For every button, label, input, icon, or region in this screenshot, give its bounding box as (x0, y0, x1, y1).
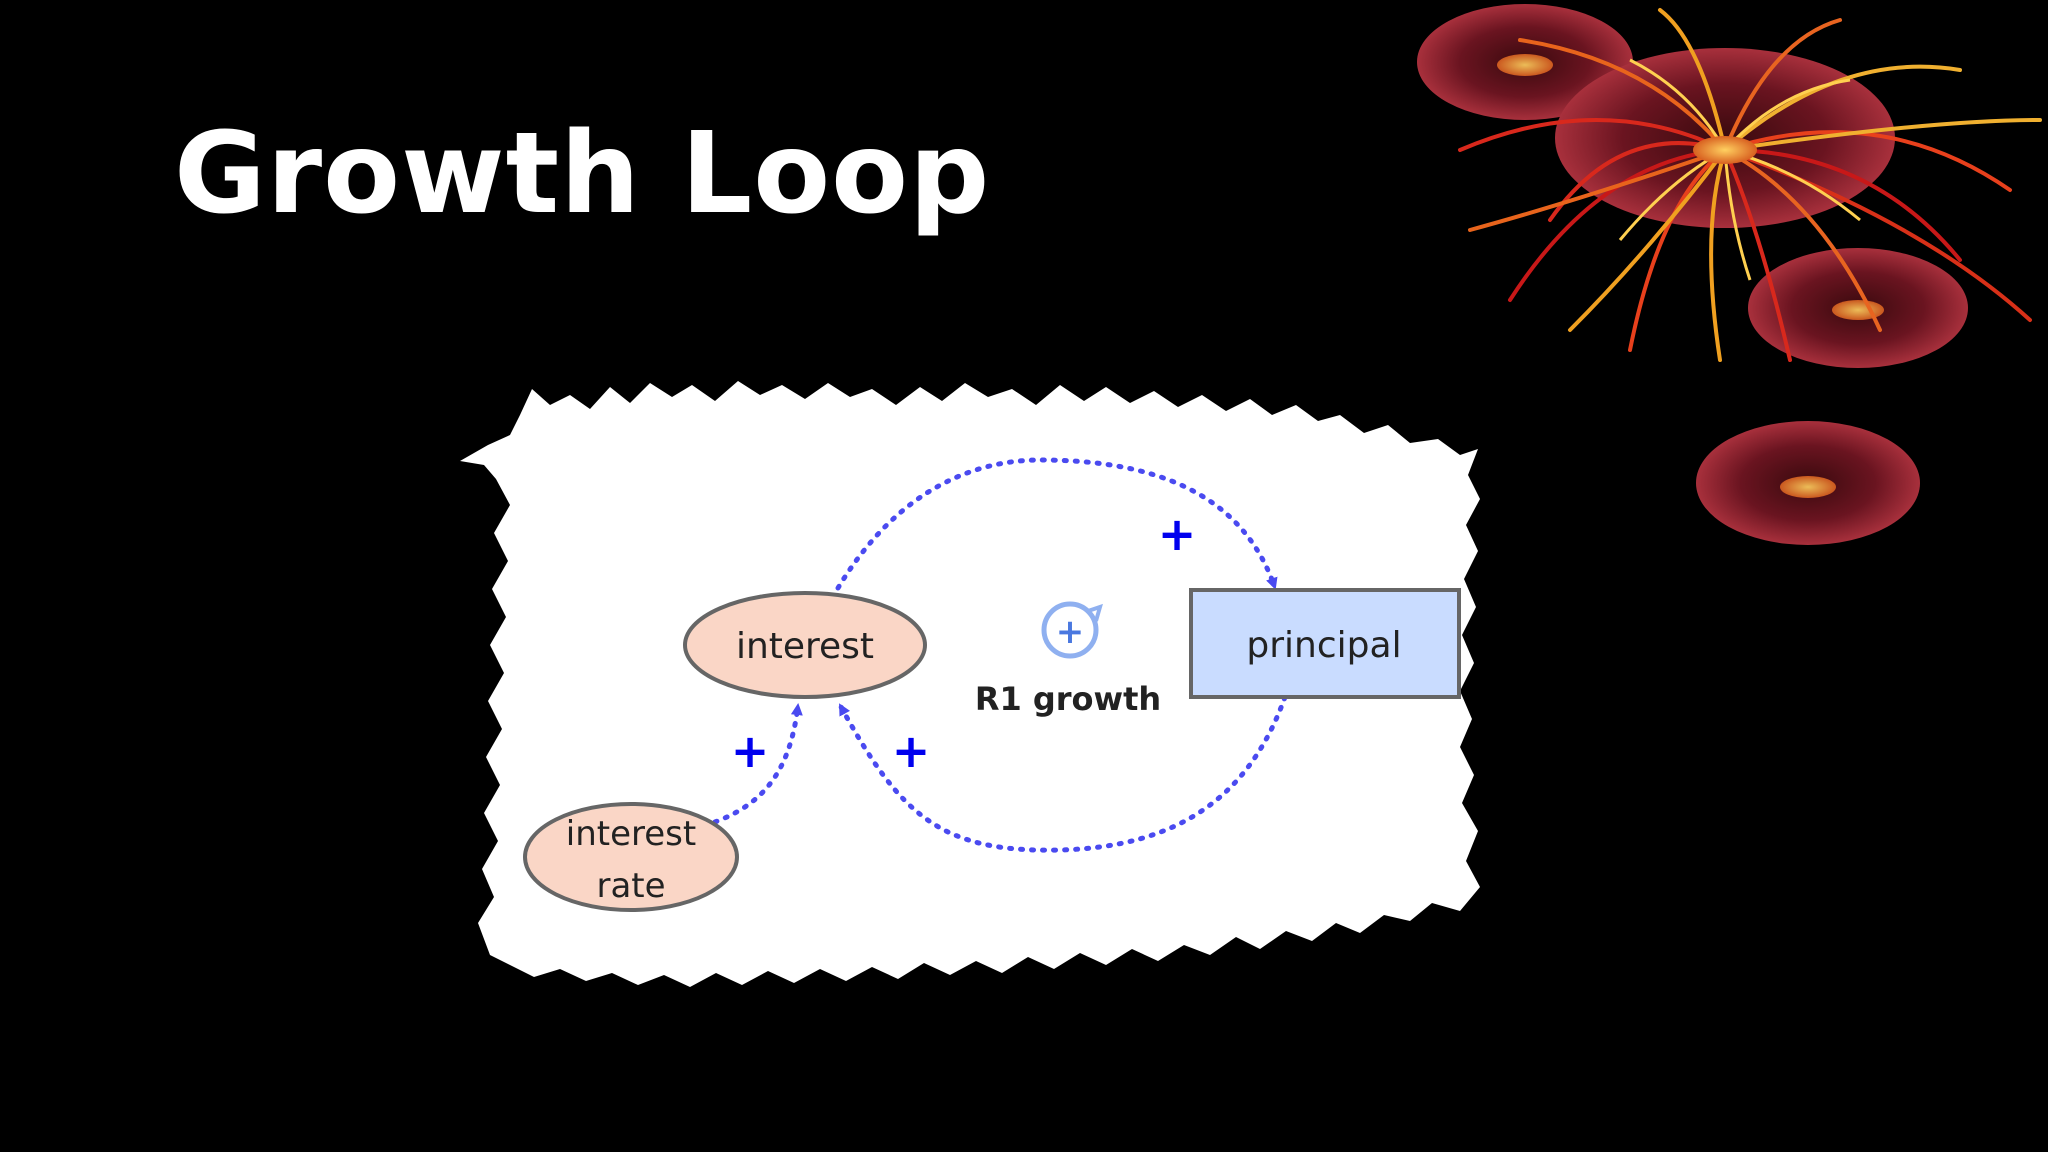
node-principal[interactable]: principal (1189, 588, 1461, 699)
arrow-rate-to-interest (712, 702, 803, 825)
polarity-rate-to-interest: + (731, 724, 770, 778)
node-interest-rate-label-line2: rate (596, 866, 665, 906)
fireworks-decoration (1417, 4, 2042, 545)
node-principal-label: principal (1246, 625, 1401, 666)
loop-label: R1 growth (975, 680, 1161, 718)
node-interest-rate[interactable]: interest rate (523, 802, 739, 912)
polarity-principal-to-interest: + (892, 724, 931, 778)
arrow-interest-to-principal (835, 457, 1278, 591)
node-interest-label: interest (736, 626, 874, 667)
node-interest[interactable]: interest (683, 591, 927, 699)
reinforcing-loop-icon: + (1041, 601, 1103, 659)
causal-loop-diagram: + + + interest interest rate principal +… (460, 381, 1480, 987)
slide-title: Growth Loop (174, 109, 991, 239)
polarity-interest-to-principal: + (1158, 507, 1197, 561)
arrow-principal-to-interest (837, 694, 1288, 853)
node-interest-rate-label-line1: interest (566, 814, 696, 854)
loop-symbol: + (1056, 612, 1085, 652)
